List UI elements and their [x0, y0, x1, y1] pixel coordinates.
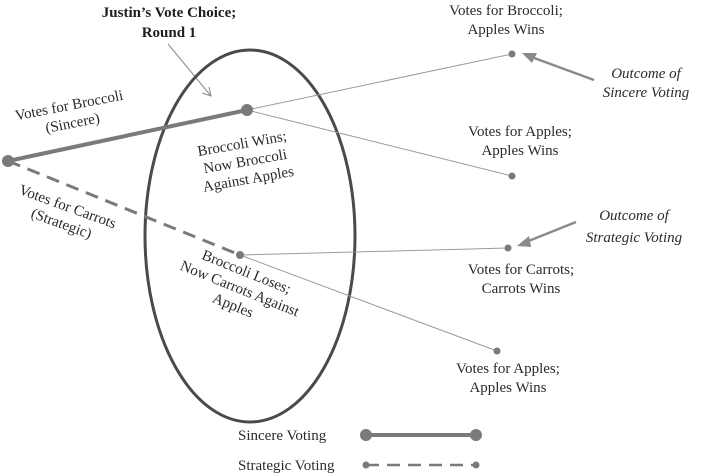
outcome-3-line-1: Votes for Carrots;	[468, 262, 574, 278]
strategic-outcome-line-1: Outcome of	[599, 208, 670, 224]
outcome-4-line-2: Apples Wins	[469, 380, 546, 396]
outcome-2-line-1: Votes for Apples;	[468, 124, 572, 140]
outcome-1-line-2: Apples Wins	[467, 22, 544, 38]
legend-strategic-node-right	[472, 461, 480, 469]
legend-sincere-node-left	[360, 429, 372, 441]
strategic-branch-label: Votes for Carrots (Strategic)	[17, 182, 119, 242]
outcome-node-3	[504, 244, 512, 252]
strategic-outcome-line-2: Strategic Voting	[586, 230, 683, 246]
legend-strategic-label: Strategic Voting	[238, 458, 335, 474]
sincere-branch-line	[7, 108, 248, 163]
legend-strategic-node-left	[362, 461, 370, 469]
outcome-2-line-2: Apples Wins	[481, 143, 558, 159]
outcome-node-1	[508, 50, 516, 58]
broccoli-wins-node	[241, 104, 253, 116]
sincere-outcome-line-2: Sincere Voting	[603, 85, 690, 101]
round-1-ellipse	[143, 48, 357, 424]
title-pointer-arrowhead	[201, 86, 212, 97]
strategic-outcome-arrow	[520, 220, 577, 246]
sincere-outcome-arrow	[525, 53, 595, 82]
branch-carrots-votes-apples	[239, 254, 498, 352]
sincere-outcome-line-1: Outcome of	[611, 66, 682, 82]
legend-sincere-node-right	[470, 429, 482, 441]
outcome-1-line-1: Votes for Broccoli;	[449, 3, 563, 19]
sincere-branch-label: Votes for Broccoli (Sincere)	[14, 88, 125, 137]
sincere-outcome-arrowhead	[522, 53, 537, 63]
root-node	[2, 155, 14, 167]
outcome-3-line-2: Carrots Wins	[482, 281, 561, 297]
branch-broccoli-votes-broccoli	[246, 53, 513, 111]
legend-sincere-label: Sincere Voting	[238, 428, 327, 444]
title-pointer-arrow	[167, 43, 212, 97]
strategic-outcome-arrowhead	[517, 236, 531, 247]
branch-broccoli-votes-apples	[246, 109, 513, 177]
outcome-node-4	[493, 347, 501, 355]
outcome-node-2	[508, 172, 516, 180]
branch-carrots-votes-carrots	[239, 247, 509, 256]
outcome-4-line-1: Votes for Apples;	[456, 361, 560, 377]
title-line-2: Round 1	[142, 25, 197, 41]
broccoli-wins-label: Broccoli Wins; Now Broccoli Against Appl…	[196, 129, 295, 196]
title-line-1: Justin’s Vote Choice;	[102, 5, 236, 21]
broccoli-loses-node	[236, 251, 244, 259]
